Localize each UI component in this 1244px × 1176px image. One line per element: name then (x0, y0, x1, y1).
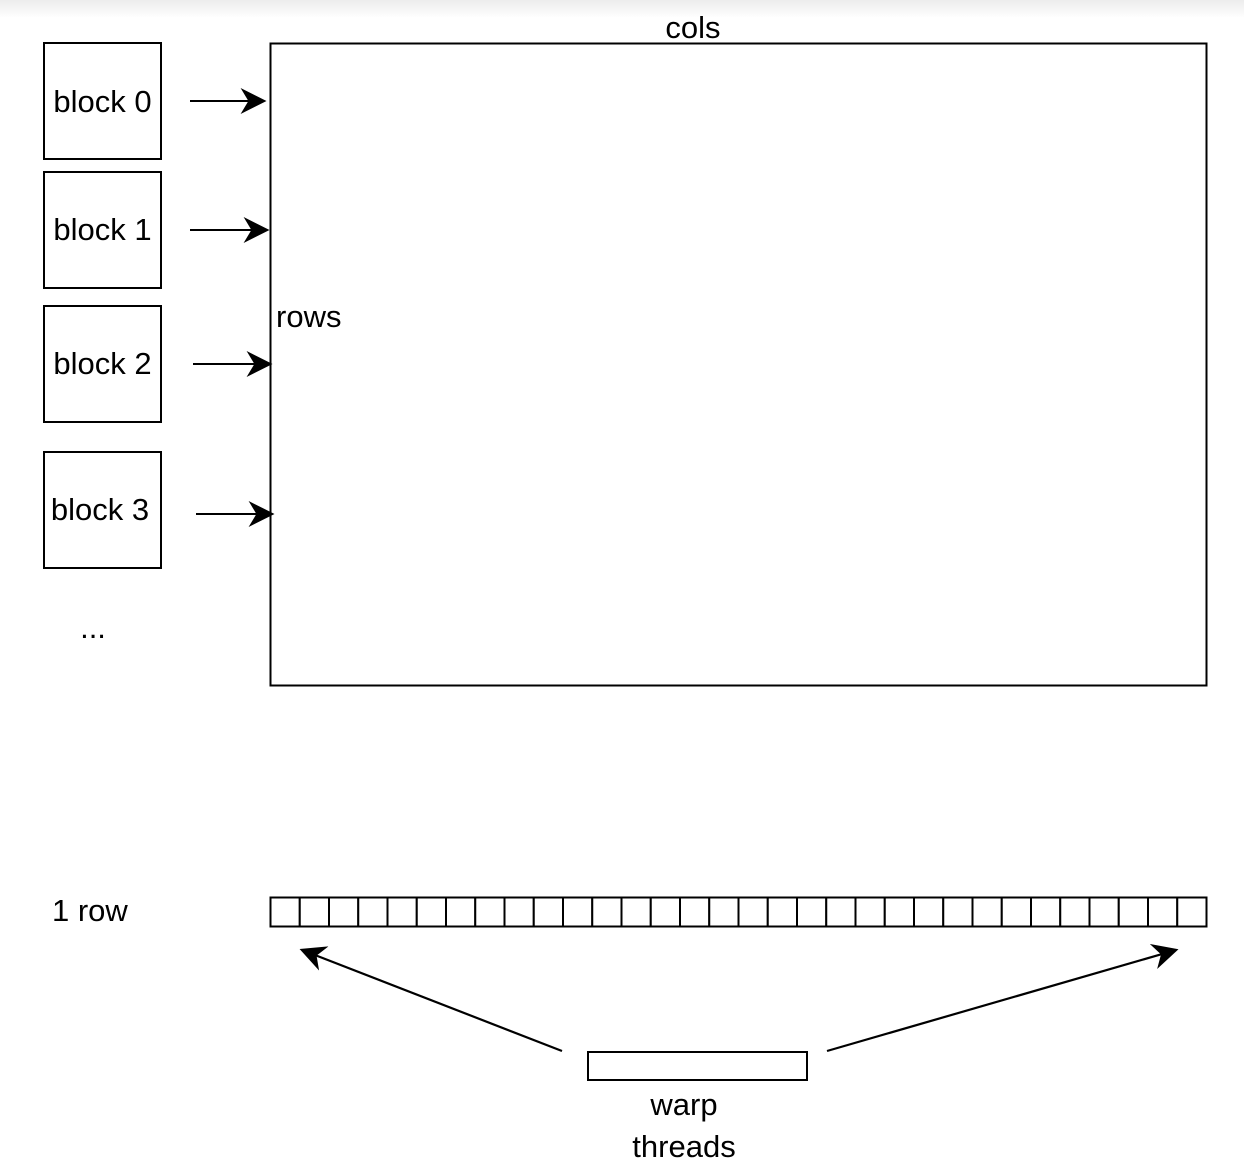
warp-arrow-right (826, 944, 1179, 1053)
warp-threads-box (587, 1051, 808, 1081)
row-cell (825, 896, 857, 928)
row-cell (620, 896, 652, 928)
row-cell (971, 896, 1003, 928)
row-cell (269, 896, 301, 928)
row-cell (1088, 896, 1120, 928)
row-cell (1147, 896, 1179, 928)
block-0-box (43, 42, 162, 160)
warp-label-line1: warp (649, 1087, 717, 1122)
row-cell (913, 896, 945, 928)
block-1-box (43, 171, 162, 289)
row-cell (357, 896, 389, 928)
row-cell (503, 896, 535, 928)
block-0-label: block 0 (53, 84, 151, 119)
row-cell (854, 896, 886, 928)
row-cell (328, 896, 360, 928)
row-cell-strip (269, 896, 1208, 928)
row-cell (796, 896, 828, 928)
warp-arrow-left (299, 946, 563, 1053)
block-1-label: block 1 (53, 212, 151, 247)
row-cell (708, 896, 740, 928)
block-2-box (43, 305, 162, 423)
row-cell (1117, 896, 1149, 928)
row-cell (1000, 896, 1032, 928)
row-cell (766, 896, 798, 928)
blocks-ellipsis: ... (80, 610, 106, 645)
row-cell (942, 896, 974, 928)
row-cell (679, 896, 711, 928)
canvas-top-shade (0, 0, 1244, 18)
row-cell (298, 896, 330, 928)
row-cell (474, 896, 506, 928)
row-cell (415, 896, 447, 928)
row-cell (386, 896, 418, 928)
warp-label-line2: threads (632, 1129, 735, 1164)
row-cell (649, 896, 681, 928)
matrix-rows-label: rows (276, 299, 341, 334)
row-cell (1176, 896, 1208, 928)
row-cell (445, 896, 477, 928)
block-2-label: block 2 (53, 346, 151, 381)
row-cell (1059, 896, 1091, 928)
matrix-rect (269, 42, 1208, 687)
row-label: 1 row (52, 893, 128, 928)
block-3-label: block 3 (51, 492, 149, 527)
row-cell (1030, 896, 1062, 928)
row-cell (883, 896, 915, 928)
row-cell (737, 896, 769, 928)
row-cell (562, 896, 594, 928)
block-3-box (43, 451, 162, 569)
row-cell (591, 896, 623, 928)
matrix-cols-label: cols (665, 10, 720, 45)
row-cell (532, 896, 564, 928)
